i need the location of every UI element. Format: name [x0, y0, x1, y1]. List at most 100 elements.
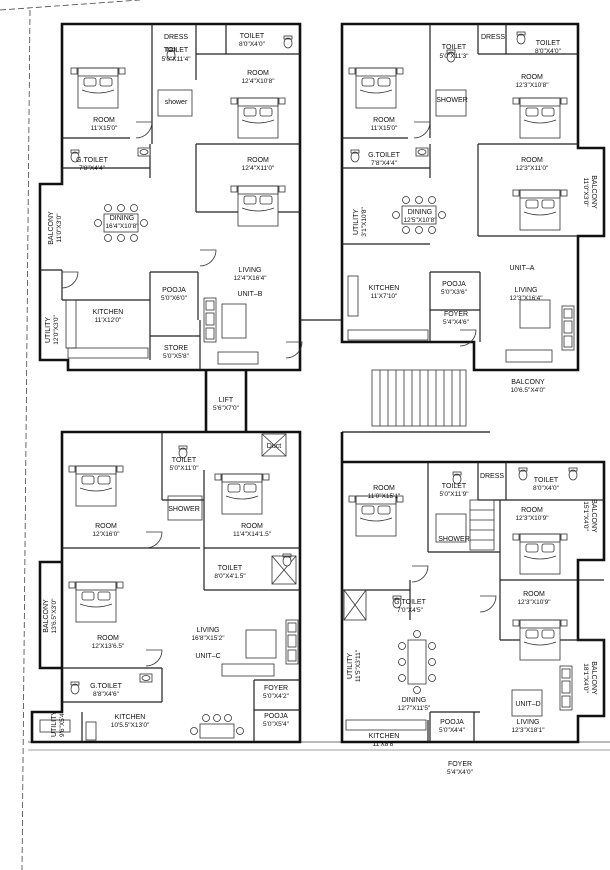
room-label: ROOM: [93, 117, 115, 124]
toilet-label: TOILET: [534, 477, 559, 484]
dining-label: DINING: [110, 215, 135, 222]
bed-icon: [68, 465, 124, 507]
gtoilet-label: G.TOILET: [90, 683, 122, 690]
room-label: ROOM: [97, 635, 119, 642]
gtoilet-label: G.TOILET: [394, 599, 426, 606]
pooja-label: POOJA: [162, 287, 186, 294]
bed-icon: [512, 189, 568, 231]
gtoilet-size: 7'8"X4'4": [79, 165, 106, 172]
room-label: ROOM: [241, 523, 263, 530]
utility-label: UTILITY: [353, 209, 360, 235]
unit-a: DRESS TOILET 5'0"X11'3" TOILET 8'0"X4'0"…: [340, 22, 606, 427]
foyer-size: 5'0"X4'2": [263, 693, 290, 700]
living-label: LIVING: [517, 719, 540, 726]
unit-b: DRESS TOILET 5'0"X11'4" TOILET 8'0"X4'0"…: [38, 22, 303, 372]
toilet-label: TOILET: [536, 40, 561, 47]
utility-size: 9'6"X5'4": [59, 710, 66, 737]
kitchen-label: KITCHEN: [369, 285, 400, 292]
pooja-size: 5'0"X3'6": [441, 289, 468, 296]
dining-table-icon: [190, 714, 244, 739]
kitchen-label: KITCHEN: [93, 309, 124, 316]
toilet-size: 5'0"X11'4": [161, 56, 191, 63]
pooja-label: POOJA: [440, 719, 464, 726]
sofa-icon: [285, 619, 299, 665]
coffee-table: [221, 303, 247, 339]
balcony-size: 10'6.5"X4'0": [511, 387, 547, 394]
shower-label: SHOWER: [438, 536, 470, 543]
toilet-label: TOILET: [218, 565, 243, 572]
toilet-label: TOILET: [240, 33, 265, 40]
pooja-size: 5'0"X5'4": [263, 721, 290, 728]
dining-table-icon: [392, 196, 446, 234]
sofa-icon: [221, 663, 275, 677]
dining-size: 12'7"X11'5": [398, 705, 431, 712]
toilet-size: 8'0"X4'0": [533, 485, 560, 492]
store-label: STORE: [164, 345, 188, 352]
kitchen-label: KITCHEN: [369, 733, 400, 740]
kitchen-label: KITCHEN: [115, 714, 146, 721]
shower-label: shower: [165, 99, 188, 106]
room-label: ROOM: [373, 117, 395, 124]
room-label: ROOM: [373, 485, 395, 492]
foyer-label: FOYER: [448, 761, 472, 768]
room-label: ROOM: [95, 523, 117, 530]
living-size: 12'4"X16'4": [233, 275, 267, 282]
foyer-label: FOYER: [444, 311, 468, 318]
toilet-size: 5'0"X11'3": [439, 53, 469, 60]
balcony-label: BALCONY: [43, 599, 50, 633]
utility-label: UTILITY: [347, 653, 354, 679]
utility-size: 3'1"X10'8": [361, 207, 368, 237]
balcony-label: BALCONY: [511, 379, 545, 386]
basin-icon: [415, 147, 429, 157]
basin-icon: [139, 673, 153, 683]
toilet-label: TOILET: [442, 483, 467, 490]
dining-size: 16'4"X10'8": [105, 223, 139, 230]
balcony-label: BALCONY: [48, 211, 55, 245]
unit-label: UNIT–B: [238, 291, 263, 298]
balcony-size: 11'0"X3'0": [56, 213, 63, 243]
toilet-size: 8'0"X4'0": [239, 41, 266, 48]
balcony-size: 13'6.5"X3'0": [51, 598, 58, 634]
room-label: ROOM: [521, 74, 543, 81]
balcony-label: BALCONY: [590, 661, 597, 695]
pooja-size: 5'0"X4'4": [439, 727, 466, 734]
utility-label: UTILITY: [51, 711, 58, 737]
room-size: 11'4"X14'1.5": [233, 531, 272, 538]
bed-icon: [230, 97, 286, 139]
basin-icon: [137, 147, 151, 157]
balcony-size: 11'0"X3'0": [582, 177, 589, 207]
bed-icon: [512, 619, 568, 661]
foyer-size: 5'4"X4'6": [443, 319, 470, 326]
coffee-table: [511, 689, 543, 717]
living-label: LIVING: [515, 287, 538, 294]
room-size: 12'3"X10'8": [515, 82, 549, 89]
dining-label: DINING: [402, 697, 427, 704]
dress-label: DRESS: [164, 34, 188, 41]
site-boundary: [0, 0, 141, 870]
gtoilet-size: 7'8"X4'4": [371, 160, 398, 167]
kitchen-size: 11'X7'10": [371, 293, 398, 300]
dining-size: 12'5"X10'8": [403, 217, 437, 224]
balcony-size: 15'1"X4'0": [582, 501, 589, 531]
duct-label: Duct: [267, 443, 281, 450]
sofa-icon: [203, 297, 217, 343]
utility-label: UTILITY: [45, 317, 52, 343]
room-size: 12'X16'0": [92, 531, 120, 538]
living-size: 12'3"X18'1": [511, 727, 545, 734]
foyer-label: FOYER: [264, 685, 288, 692]
shower-label: SHOWER: [168, 506, 200, 513]
room-label: ROOM: [247, 157, 269, 164]
duct-box: [261, 433, 287, 457]
room-label: ROOM: [521, 507, 543, 514]
toilet-icon: [518, 467, 528, 481]
room-size: 12'3"X10'9": [515, 515, 549, 522]
utility-size: 11'5"X3'11": [355, 649, 362, 682]
bed-icon: [230, 185, 286, 227]
unit-label: UNIT–C: [195, 653, 220, 660]
balcony-size: 18'1"X4'0": [582, 663, 589, 693]
unit-c: TOILET 5'0"X11'0" SHOWER Duct ROOM 12'X1…: [30, 430, 302, 744]
living-label: LIVING: [197, 627, 220, 634]
bed-icon: [512, 97, 568, 139]
living-label: LIVING: [239, 267, 262, 274]
